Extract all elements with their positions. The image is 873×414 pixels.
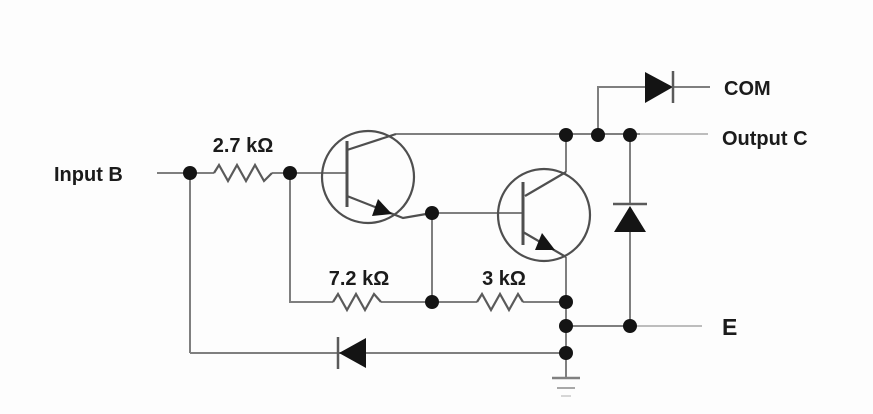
junction-dots [183, 128, 637, 360]
resistor-3k: 3 kΩ [476, 268, 526, 313]
junction-dot [559, 319, 573, 333]
resistor-7p2k-zigzag [332, 291, 382, 313]
input-diode-triangle-icon [339, 338, 366, 368]
resistor-3k-zigzag [476, 291, 524, 313]
resistor-2p7k: 2.7 kΩ [213, 135, 274, 184]
junction-dot [623, 128, 637, 142]
transistor-q2 [496, 167, 592, 263]
com-label: COM [724, 78, 771, 100]
wire-com-branch [597, 86, 645, 134]
output-clamp-diode [613, 202, 647, 232]
resistor-7p2k-label: 7.2 kΩ [329, 268, 390, 290]
resistor-2p7k-label: 2.7 kΩ [213, 135, 274, 157]
transistor-q1-emitter-arrow-icon [372, 199, 392, 216]
junction-dot [183, 166, 197, 180]
transistor-q1-circle [320, 129, 416, 225]
junction-dot [283, 166, 297, 180]
com-diode [645, 71, 675, 103]
junction-dot [425, 295, 439, 309]
wires [157, 86, 710, 377]
junction-dot [559, 128, 573, 142]
com-diode-triangle-icon [645, 72, 673, 103]
transistor-q1 [320, 129, 433, 225]
transistor-q1-emitter [346, 194, 433, 220]
transistor-q2-circle [496, 167, 592, 263]
resistor-2p7k-zigzag [213, 162, 273, 184]
transistor-q1-collector [346, 132, 397, 152]
ground-symbol-icon [552, 376, 580, 397]
transistor-q2-emitter-arrow-icon [535, 233, 555, 250]
transistor-q2-collector [524, 171, 567, 197]
input-diode [336, 337, 366, 369]
input-b-label: Input B [54, 164, 123, 186]
junction-dot [559, 295, 573, 309]
resistor-7p2k: 7.2 kΩ [329, 268, 390, 313]
junction-dot [623, 319, 637, 333]
junction-dot [559, 346, 573, 360]
junction-dot [591, 128, 605, 142]
junction-dot [425, 206, 439, 220]
clamp-diode-triangle-icon [614, 206, 646, 232]
resistor-3k-label: 3 kΩ [482, 268, 526, 290]
output-c-label: Output C [722, 128, 808, 150]
e-label: E [722, 314, 737, 340]
wire-base-branch-down [289, 173, 333, 303]
